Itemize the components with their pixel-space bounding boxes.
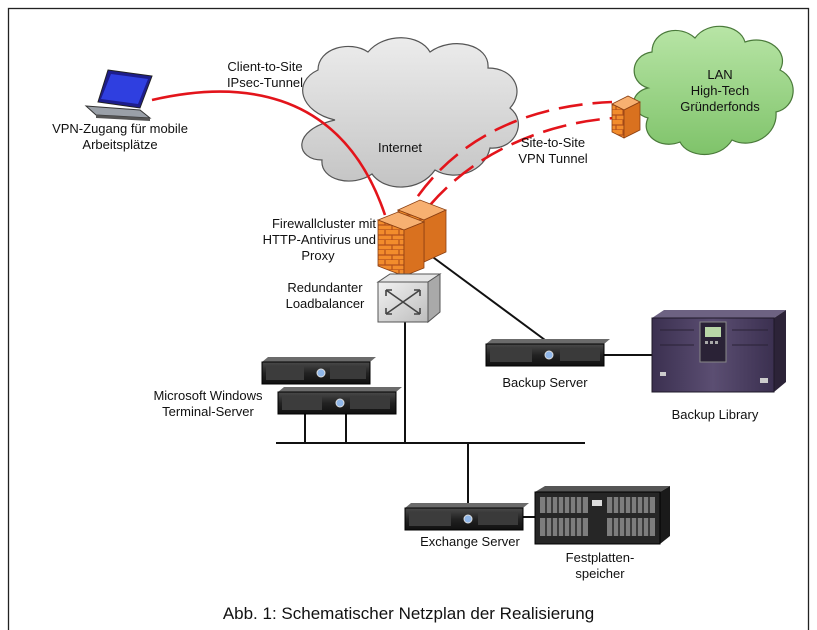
site-tunnel-label-line1: Site-to-Site <box>520 135 586 150</box>
terminal-server-label: Microsoft Windows Terminal-Server <box>138 388 278 420</box>
client-tunnel-label: Client-to-Site IPsec-Tunnel <box>210 59 320 91</box>
laptop-icon <box>84 69 153 121</box>
tunnels <box>151 90 616 233</box>
storage-label: Festplatten- speicher <box>545 550 655 582</box>
backup-server-label-text: Backup Server <box>502 375 588 390</box>
terminal-server-label-line2: Terminal-Server <box>162 404 254 419</box>
lan-label-line3: Gründerfonds <box>680 99 760 114</box>
firewall-label-line3: Proxy <box>301 248 335 263</box>
firewall-cluster-icon <box>376 199 448 277</box>
site-to-site-tunnel-b <box>408 116 616 233</box>
storage-label-line2: speicher <box>575 566 625 581</box>
loadbalancer-label-line1: Redundanter <box>287 280 363 295</box>
site-tunnel-label: Site-to-Site VPN Tunnel <box>503 135 603 167</box>
backup-server-label: Backup Server <box>490 375 600 391</box>
backup-server-icon <box>485 339 610 367</box>
loadbalancer-label-line2: Loadbalancer <box>285 296 365 311</box>
terminal-server-icon-2 <box>277 387 402 415</box>
lan-label: LAN High-Tech Gründerfonds <box>660 67 780 115</box>
site-to-site-tunnel-a <box>398 100 613 226</box>
exchange-server-label-text: Exchange Server <box>420 534 520 549</box>
firewall-label-line2: HTTP-Antivirus und <box>262 232 376 247</box>
backup-library-label: Backup Library <box>655 407 775 423</box>
client-tunnel-label-line2: IPsec-Tunnel <box>226 75 304 90</box>
figure-caption: Abb. 1: Schematischer Netzplan der Reali… <box>222 604 595 623</box>
backup-library-icon <box>651 310 786 393</box>
figure-border <box>7 7 810 630</box>
vpn-access-label: VPN-Zugang für mobile Arbeitsplätze <box>40 121 200 153</box>
terminal-server-label-line1: Microsoft Windows <box>153 388 263 403</box>
storage-icon <box>534 486 670 545</box>
link-firewall-backup <box>429 254 546 341</box>
exchange-server-label: Exchange Server <box>410 534 530 550</box>
firewall-label: Firewallcluster mit HTTP-Antivirus und P… <box>220 216 376 264</box>
vpn-access-label-line1: VPN-Zugang für mobile <box>52 121 188 136</box>
terminal-server-icon-1 <box>261 357 376 385</box>
internet-label: Internet <box>360 140 440 156</box>
lan-cloud <box>633 25 794 155</box>
backup-library-label-text: Backup Library <box>671 407 759 422</box>
lan-label-line1: LAN <box>707 67 733 82</box>
loadbalancer-icon <box>376 273 442 324</box>
network-links <box>276 254 652 518</box>
storage-label-line1: Festplatten- <box>565 550 635 565</box>
lan-label-line2: High-Tech <box>690 83 750 98</box>
firewall-label-line1: Firewallcluster mit <box>271 216 376 231</box>
client-to-site-tunnel <box>151 90 387 216</box>
exchange-server-icon <box>404 503 529 531</box>
client-tunnel-label-line1: Client-to-Site <box>227 59 303 74</box>
internet-label-text: Internet <box>377 140 423 155</box>
vpn-access-label-line2: Arbeitsplätze <box>82 137 158 152</box>
site-tunnel-label-line2: VPN Tunnel <box>518 151 588 166</box>
lan-firewall-icon <box>611 95 641 139</box>
loadbalancer-label: Redundanter Loadbalancer <box>270 280 380 312</box>
internet-cloud <box>301 37 519 188</box>
